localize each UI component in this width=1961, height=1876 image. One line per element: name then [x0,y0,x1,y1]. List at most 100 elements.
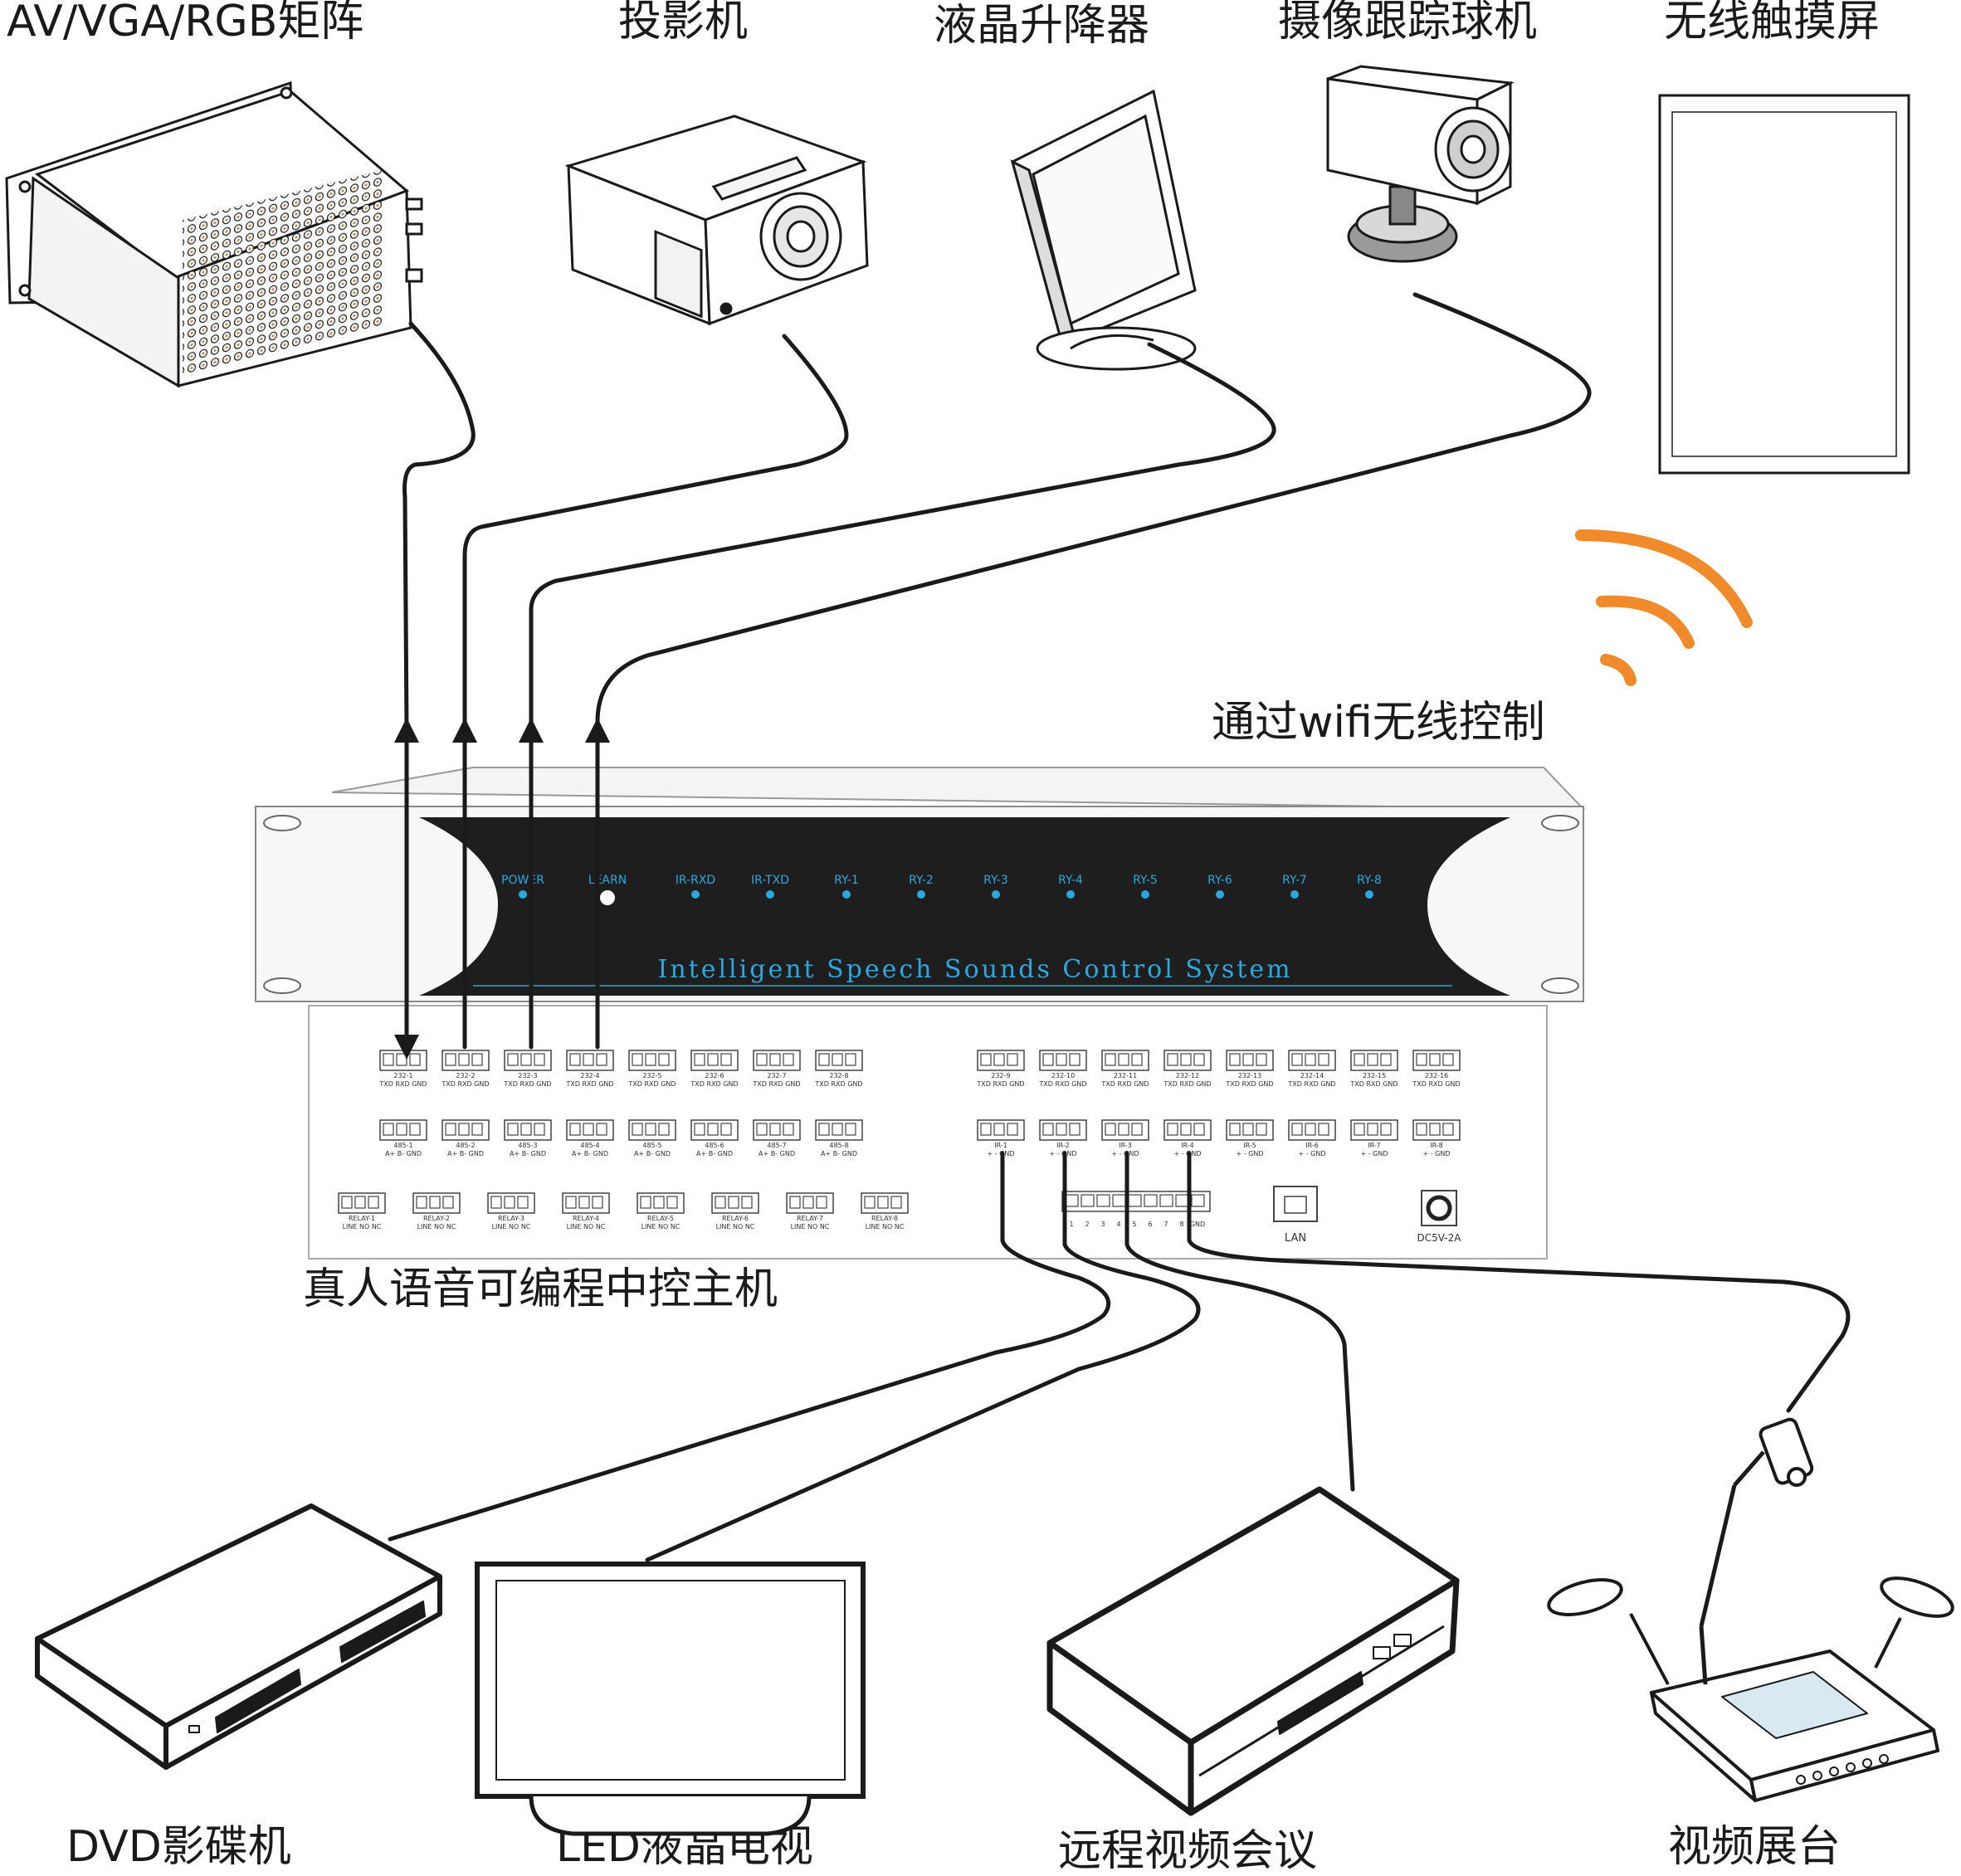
port-pins-label: TXD RXD GND [565,1080,613,1088]
port-label: RELAY-3 [498,1215,524,1222]
lan-port[interactable]: LAN [1273,1186,1318,1245]
port-pins-label: TXD RXD GND [752,1080,800,1088]
port-label: 232-8 [829,1072,848,1079]
port-label: 485-2 [456,1142,475,1149]
port-label: RELAY-1 [349,1215,375,1222]
port-pins-label: A+ B- GND [696,1150,733,1157]
video-conference-device [1046,1486,1460,1816]
led-indicator: RY-8 [1357,874,1382,899]
port-pins-label: + - GND [1360,1150,1388,1157]
ir-port[interactable]: IR-8+ - GND [1412,1119,1461,1157]
cable-projector [462,334,849,733]
port-label: 485-4 [580,1142,599,1149]
port-label: 232-15 [1363,1072,1386,1079]
port-label: 232-13 [1238,1072,1261,1079]
led-indicator: RY-5 [1133,874,1158,899]
port-pins-label: + - GND [1236,1150,1263,1157]
label-controller: 真人语音可编程中控主机 [303,1264,778,1314]
port-pins-label: A+ B- GND [572,1150,608,1157]
rs485-port[interactable]: 485-8A+ B- GND [815,1119,863,1157]
led-tv-device [475,1562,866,1836]
ir-port[interactable]: IR-4+ - GND [1163,1119,1212,1157]
port-label: RELAY-6 [722,1215,749,1222]
port-pins-label: TXD RXD GND [1038,1080,1086,1088]
port-pins-label: TXD RXD GND [1412,1080,1460,1088]
ir-port[interactable]: IR-3+ - GND [1101,1119,1149,1157]
av-matrix-device [5,80,423,388]
svg-text:RY-4: RY-4 [1058,874,1083,887]
front-panel-title: Intelligent Speech Sounds Control System [657,955,1292,984]
port-pins-label: LINE NO NC [791,1223,830,1230]
port-pins-label: A+ B- GND [759,1150,795,1157]
port-label: 232-7 [767,1072,786,1079]
projector-device [564,115,869,326]
led-indicator: RY-4 [1058,874,1083,899]
io-pin-label: 8 [1179,1221,1183,1228]
io-pin-label: 1 [1069,1221,1073,1228]
label-visualizer: 视频展台 [1668,1822,1841,1872]
cable-dvd [388,1151,1111,1542]
cable-video-conference [1124,1151,1355,1492]
port-pins-label: TXD RXD GND [1100,1080,1149,1088]
port-pins-label: TXD RXD GND [1349,1080,1398,1088]
led-indicator: RY-1 [834,874,859,899]
rs485-port[interactable]: 485-1A+ B- GND [379,1119,427,1157]
cable-camera [595,292,1592,733]
power-jack[interactable]: DC5V-2A [1417,1190,1462,1244]
lcd-lift-device [1010,89,1197,371]
port-label: 232-10 [1051,1072,1075,1079]
rs485-port[interactable]: 485-5A+ B- GND [628,1119,676,1157]
ir-port[interactable]: IR-7+ - GND [1350,1119,1398,1157]
port-pins-label: LINE NO NC [641,1223,680,1230]
port-label: 232-5 [642,1072,661,1079]
learn-button[interactable] [600,890,615,905]
svg-text:RY-8: RY-8 [1357,874,1382,887]
port-pins-label: LINE NO NC [567,1223,606,1230]
port-pins-label: LINE NO NC [492,1223,531,1230]
rs485-port[interactable]: 485-3A+ B- GND [504,1119,552,1157]
ir-port[interactable]: IR-5+ - GND [1226,1119,1274,1157]
rs485-port[interactable]: 485-2A+ B- GND [441,1119,490,1157]
io-pin-label: 2 [1085,1221,1089,1228]
port-label: RELAY-8 [871,1215,898,1222]
svg-text:POWER: POWER [501,874,544,887]
rs485-port[interactable]: 485-7A+ B- GND [753,1119,801,1157]
port-pins-label: LINE NO NC [417,1223,456,1230]
wifi-signal-icon [1575,529,1753,686]
svg-text:RY-7: RY-7 [1282,874,1307,887]
rs485-port[interactable]: 485-6A+ B- GND [690,1119,739,1157]
io-pin-label: 3 [1100,1221,1105,1228]
dvd-player-device [35,1503,442,1770]
ir-port[interactable]: IR-6+ - GND [1288,1119,1336,1157]
port-label: 485-6 [705,1142,724,1149]
port-pins-label: TXD RXD GND [1287,1080,1335,1088]
port-label: IR-3 [1119,1142,1132,1149]
rs485-port[interactable]: 485-4A+ B- GND [566,1119,614,1157]
